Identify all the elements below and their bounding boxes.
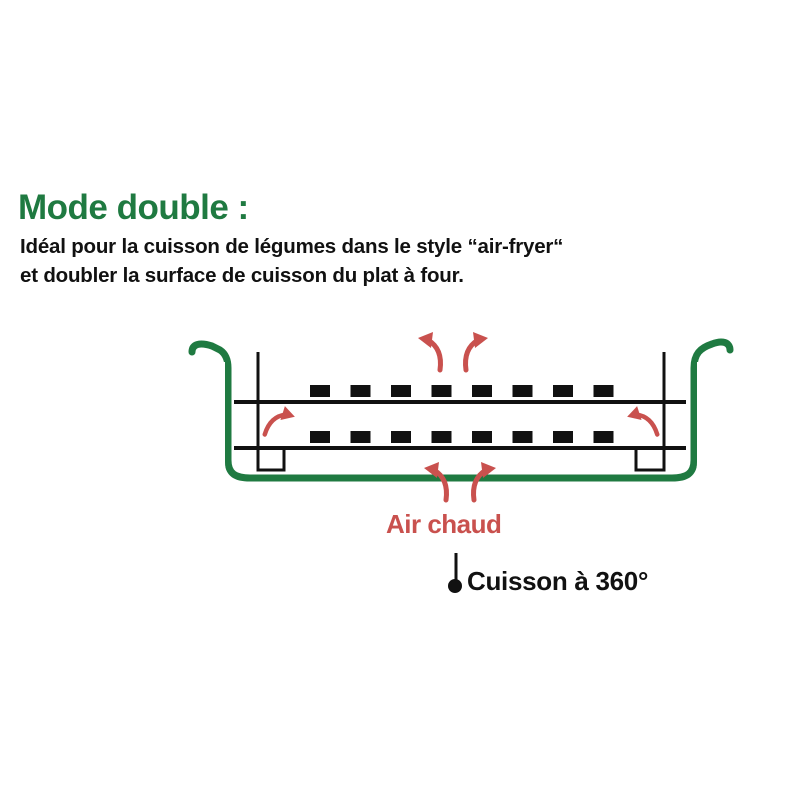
hot-air-label: Air chaud <box>386 509 502 539</box>
hot-air-arrow-icon <box>424 462 449 503</box>
lower-rack <box>234 431 686 450</box>
rack-bump <box>553 431 573 443</box>
rack-foot-right <box>634 446 666 472</box>
rack-foot-left <box>256 446 286 472</box>
rack-bump <box>391 431 411 443</box>
hot-air-arrow-icon <box>418 332 443 373</box>
rack-bump <box>593 385 614 397</box>
cooking-360-label: Cuisson à 360° <box>467 566 649 596</box>
rack-bump <box>431 431 452 443</box>
rack-bump <box>512 385 533 397</box>
page-title: Mode double : <box>18 188 249 227</box>
hot-air-arrow-icon <box>262 406 295 437</box>
pan-inner-lining <box>223 362 699 485</box>
rack-bump <box>512 431 533 443</box>
rack-bump <box>391 385 411 397</box>
hot-air-arrow-icon <box>463 332 488 373</box>
rack-bump <box>310 385 330 397</box>
baking-pan <box>188 338 734 482</box>
rack-bump <box>310 431 330 443</box>
pin-pointer-icon <box>448 553 462 593</box>
rack-bump <box>350 431 371 443</box>
hot-air-arrows <box>262 332 660 503</box>
upper-rack <box>234 385 686 404</box>
rack-bump <box>472 385 492 397</box>
rack-bump <box>431 385 452 397</box>
description-line-2: et doubler la surface de cuisson du plat… <box>20 264 464 287</box>
rack-bump <box>553 385 573 397</box>
description: Idéal pour la cuisson de légumes dans le… <box>20 232 790 290</box>
rack-bump <box>472 431 492 443</box>
rack-bump <box>350 385 371 397</box>
hot-air-arrow-icon <box>627 406 660 437</box>
description-line-1: Idéal pour la cuisson de légumes dans le… <box>20 235 564 258</box>
hot-air-arrow-icon <box>471 462 496 503</box>
rack-bump <box>593 431 614 443</box>
